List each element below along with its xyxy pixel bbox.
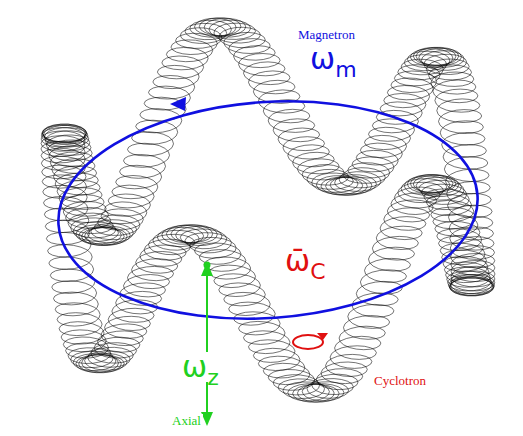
magnetron-orbit [51,88,485,333]
helix-trajectory [41,18,495,402]
magnetron-frequency: ωm [308,44,359,74]
cyclotron-frequency: ω̄C [283,246,328,276]
cyclotron-loop [293,335,323,349]
axial-frequency: ωz [180,352,221,382]
magnetron-arrowhead [170,97,186,111]
magnetron-label: Magnetron [296,28,357,41]
axial-arrowhead-top [201,262,213,276]
axial-arrow [206,266,208,422]
cyclotron-arrowhead [317,333,328,340]
axial-label: Axial [170,414,203,427]
cyclotron-label: Cyclotron [372,374,428,387]
